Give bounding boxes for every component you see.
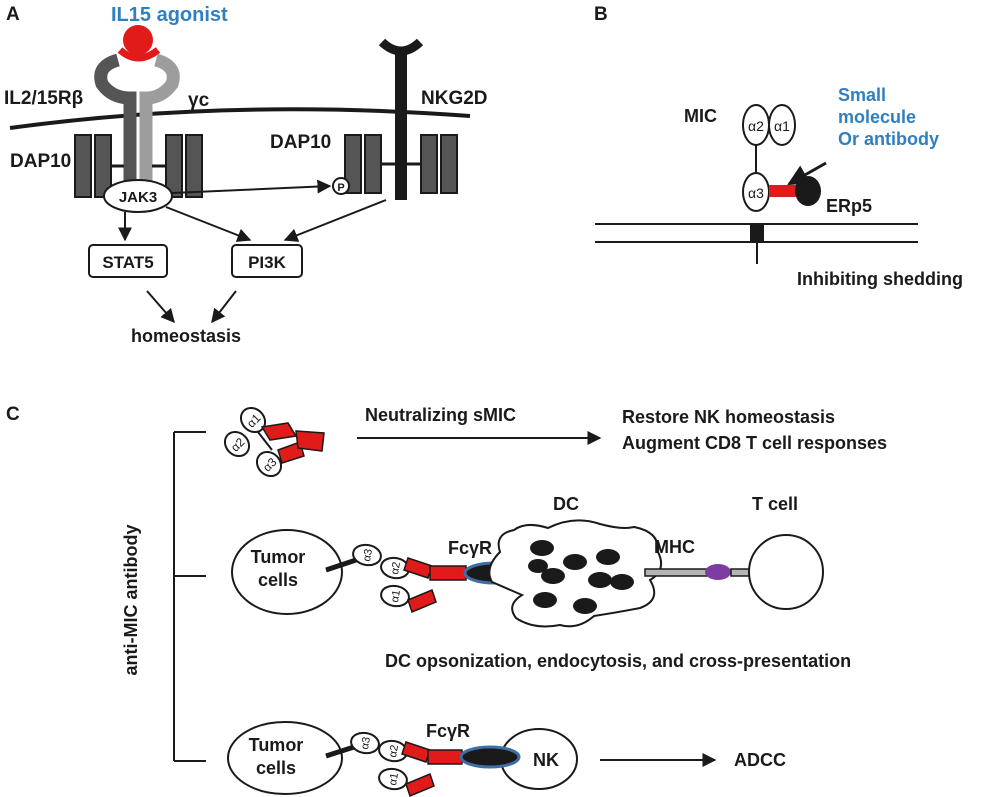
row1-alpha3-domain bbox=[255, 450, 283, 478]
erp5-label: ERp5 bbox=[826, 196, 872, 216]
row1-alpha2-domain bbox=[223, 430, 251, 458]
row2-tumor-label-1: Tumor bbox=[251, 547, 306, 567]
drug-label-line2: molecule bbox=[838, 107, 916, 127]
panel-a-letter: A bbox=[6, 4, 20, 25]
row3-alpha1-label: α1 bbox=[387, 772, 401, 786]
nkg2d-label: NKG2D bbox=[421, 88, 488, 109]
dap10-right-label: DAP10 bbox=[270, 132, 331, 153]
t-cell-label: T cell bbox=[752, 494, 798, 514]
row3-tumor-label-1: Tumor bbox=[249, 735, 304, 755]
row3-alpha3-label: α3 bbox=[359, 736, 373, 750]
mic-alpha3-label: α3 bbox=[748, 185, 764, 201]
arrow-jak3-to-phospho bbox=[171, 179, 332, 194]
stat5-label: STAT5 bbox=[102, 253, 153, 272]
augment-cd8-label: Augment CD8 T cell responses bbox=[622, 433, 887, 453]
drug-label-line3: Or antibody bbox=[838, 129, 939, 149]
mic-alpha1-label: α1 bbox=[774, 118, 790, 134]
panel-c-letter: C bbox=[6, 404, 20, 425]
dap10-right-bars bbox=[344, 134, 458, 194]
stat5-box bbox=[88, 244, 168, 278]
row2-antibody-y bbox=[403, 557, 467, 614]
phospho-node bbox=[332, 177, 350, 195]
row2-fcr-label: FcγR bbox=[448, 538, 492, 558]
neutralizing-smic-label: Neutralizing sMIC bbox=[365, 405, 516, 425]
dc-opsonization-label: DC opsonization, endocytosis, and cross-… bbox=[385, 651, 851, 671]
mic-label: MIC bbox=[684, 106, 717, 126]
mic-transmembrane-anchor bbox=[750, 224, 764, 242]
arrow-nkg2d-to-pi3k bbox=[283, 199, 387, 242]
inhibiting-shedding-label: Inhibiting shedding bbox=[797, 269, 963, 289]
row2-mic-stalk bbox=[325, 557, 357, 573]
arrow-pi3k-to-homeostasis bbox=[211, 290, 237, 324]
row1-antibody-y bbox=[260, 422, 325, 464]
mhc-bar bbox=[644, 568, 708, 577]
mic-alpha1-domain bbox=[768, 104, 796, 146]
dc-vesicles bbox=[528, 540, 634, 614]
row2-tumor-label-2: cells bbox=[258, 570, 298, 590]
dap10-left-bars bbox=[74, 134, 203, 198]
t-cell bbox=[748, 534, 824, 610]
phospho-label: P bbox=[337, 182, 344, 194]
row2-alpha3-label: α3 bbox=[361, 548, 375, 562]
pi3k-label: PI3K bbox=[248, 253, 287, 272]
arrow-stat5-to-homeostasis bbox=[146, 290, 175, 324]
erp5-protein bbox=[795, 176, 821, 206]
row2-alpha2-label: α2 bbox=[389, 561, 403, 575]
row3-alpha1-domain bbox=[378, 767, 408, 791]
panel-b: B MIC α2 α1 α3 ERp5 Small molecule Or an… bbox=[594, 4, 963, 289]
drug-label-line1: Small bbox=[838, 85, 886, 105]
il15-agonist-label: IL15 agonist bbox=[111, 4, 228, 26]
row2-alpha3-domain bbox=[352, 543, 382, 567]
row3-alpha3-domain bbox=[350, 731, 380, 755]
adcc-label: ADCC bbox=[734, 750, 786, 770]
row1-smic-antibody: α1 α2 α3 bbox=[223, 406, 325, 478]
homeostasis-label: homeostasis bbox=[131, 326, 241, 346]
jak3-node bbox=[103, 179, 173, 213]
il15-binding-cup bbox=[117, 47, 161, 62]
dap10-left-label: DAP10 bbox=[10, 151, 71, 172]
row2-alpha1-label: α1 bbox=[389, 589, 403, 603]
row1-alpha1-domain bbox=[239, 406, 267, 434]
row3-alpha2-label: α2 bbox=[387, 744, 401, 758]
restore-nk-label: Restore NK homeostasis bbox=[622, 407, 835, 427]
gamma-c-chain bbox=[139, 53, 180, 200]
anti-mic-antibody-label: anti-MIC antibody bbox=[121, 525, 141, 676]
row1-antibody-link bbox=[257, 431, 273, 451]
row3-tumor-label-2: cells bbox=[256, 758, 296, 778]
arrow-drug-to-target bbox=[787, 161, 827, 186]
drug-binding-bar bbox=[769, 185, 797, 197]
panel-b-letter: B bbox=[594, 4, 608, 25]
il15-agonist-ball bbox=[123, 25, 153, 55]
jak3-label: JAK3 bbox=[119, 189, 157, 206]
row3-fcr-receptor bbox=[459, 745, 521, 769]
mhc-peptide bbox=[705, 564, 731, 580]
nk-label: NK bbox=[533, 750, 559, 770]
arrow-jak3-to-pi3k bbox=[165, 206, 252, 242]
row3-tumor-cell bbox=[227, 721, 343, 795]
dc-label: DC bbox=[553, 494, 579, 514]
il2-15r-beta-label: IL2/15Rβ bbox=[4, 88, 83, 109]
row2-alpha1-domain bbox=[380, 584, 410, 608]
pi3k-box bbox=[231, 244, 303, 278]
row2-tumor-cell bbox=[231, 529, 343, 615]
row3-fcr-label: FcγR bbox=[426, 721, 470, 741]
panel-c: C anti-MIC antibody α1 α2 α3 Neutralizin… bbox=[6, 404, 887, 797]
row3-antibody-y bbox=[401, 741, 463, 797]
mhc-label: MHC bbox=[654, 537, 695, 557]
mic-alpha2-label: α2 bbox=[748, 118, 764, 134]
panel-a: A IL15 agonist IL2/15Rβ γc DAP10 JAK3 NK… bbox=[4, 4, 488, 346]
il2-15r-beta-chain bbox=[94, 53, 137, 200]
row3-mic-stalk bbox=[325, 744, 355, 759]
gamma-c-label: γc bbox=[188, 90, 210, 111]
nkg2d-cup bbox=[378, 38, 424, 56]
